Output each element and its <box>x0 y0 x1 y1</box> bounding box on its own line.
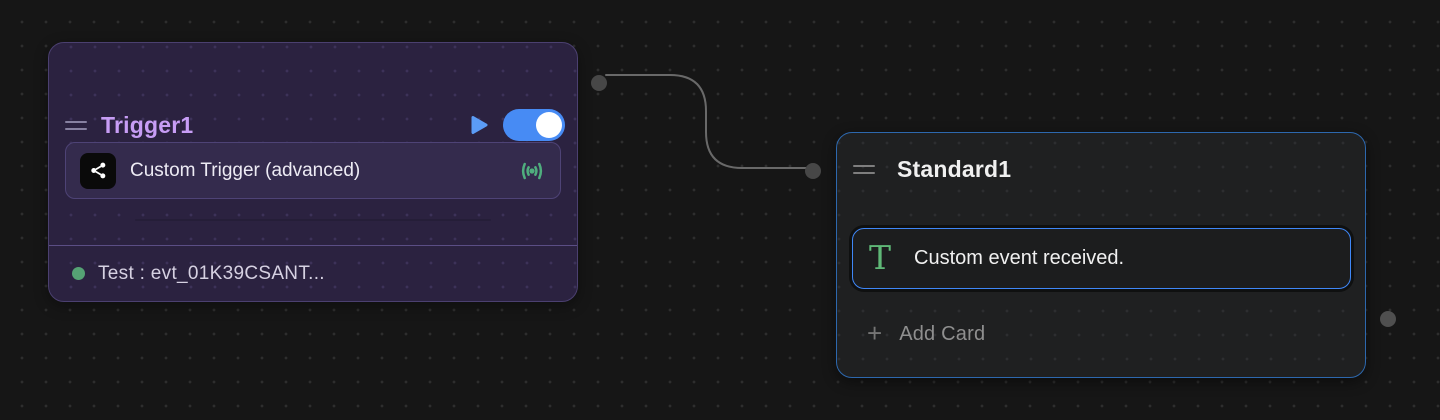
text-card[interactable]: T Custom event received. <box>852 228 1351 289</box>
play-icon <box>471 116 488 134</box>
plus-icon: + <box>867 318 883 348</box>
broadcast-icon <box>518 159 546 183</box>
status-dot <box>72 267 85 280</box>
connection-edge[interactable] <box>605 74 807 169</box>
trigger-node[interactable]: Trigger1 Custom Trigger <box>48 42 578 302</box>
trigger-output-port[interactable] <box>591 75 607 91</box>
toggle-knob <box>536 112 562 138</box>
text-card-label: Custom event received. <box>914 247 1125 269</box>
add-card-label: Add Card <box>899 322 986 345</box>
text-icon: T <box>869 237 892 277</box>
standard-input-port[interactable] <box>805 163 821 179</box>
trigger-card-label: Custom Trigger (advanced) <box>130 159 361 181</box>
trigger-card[interactable]: Custom Trigger (advanced) <box>65 142 561 199</box>
drag-handle-icon[interactable] <box>65 120 87 130</box>
trigger-node-title: Trigger1 <box>101 111 194 138</box>
share-nodes-icon <box>80 152 116 189</box>
standard-node-title: Standard1 <box>897 155 1012 182</box>
play-button[interactable] <box>469 114 489 136</box>
standard-output-port[interactable] <box>1380 311 1396 327</box>
add-card-button[interactable]: + Add Card <box>867 319 985 349</box>
standard-node-header: Standard1 <box>853 151 1349 187</box>
drag-handle-icon[interactable] <box>853 164 875 174</box>
card-section-divider <box>135 219 491 221</box>
trigger-node-header: Trigger1 <box>65 103 565 147</box>
trigger-node-footer[interactable]: Test : evt_01K39CSANT... <box>49 245 577 301</box>
test-event-label: Test : evt_01K39CSANT... <box>98 262 325 284</box>
enabled-toggle[interactable] <box>503 109 565 141</box>
standard-node[interactable]: Standard1 T Custom event received. + Add… <box>836 132 1366 378</box>
